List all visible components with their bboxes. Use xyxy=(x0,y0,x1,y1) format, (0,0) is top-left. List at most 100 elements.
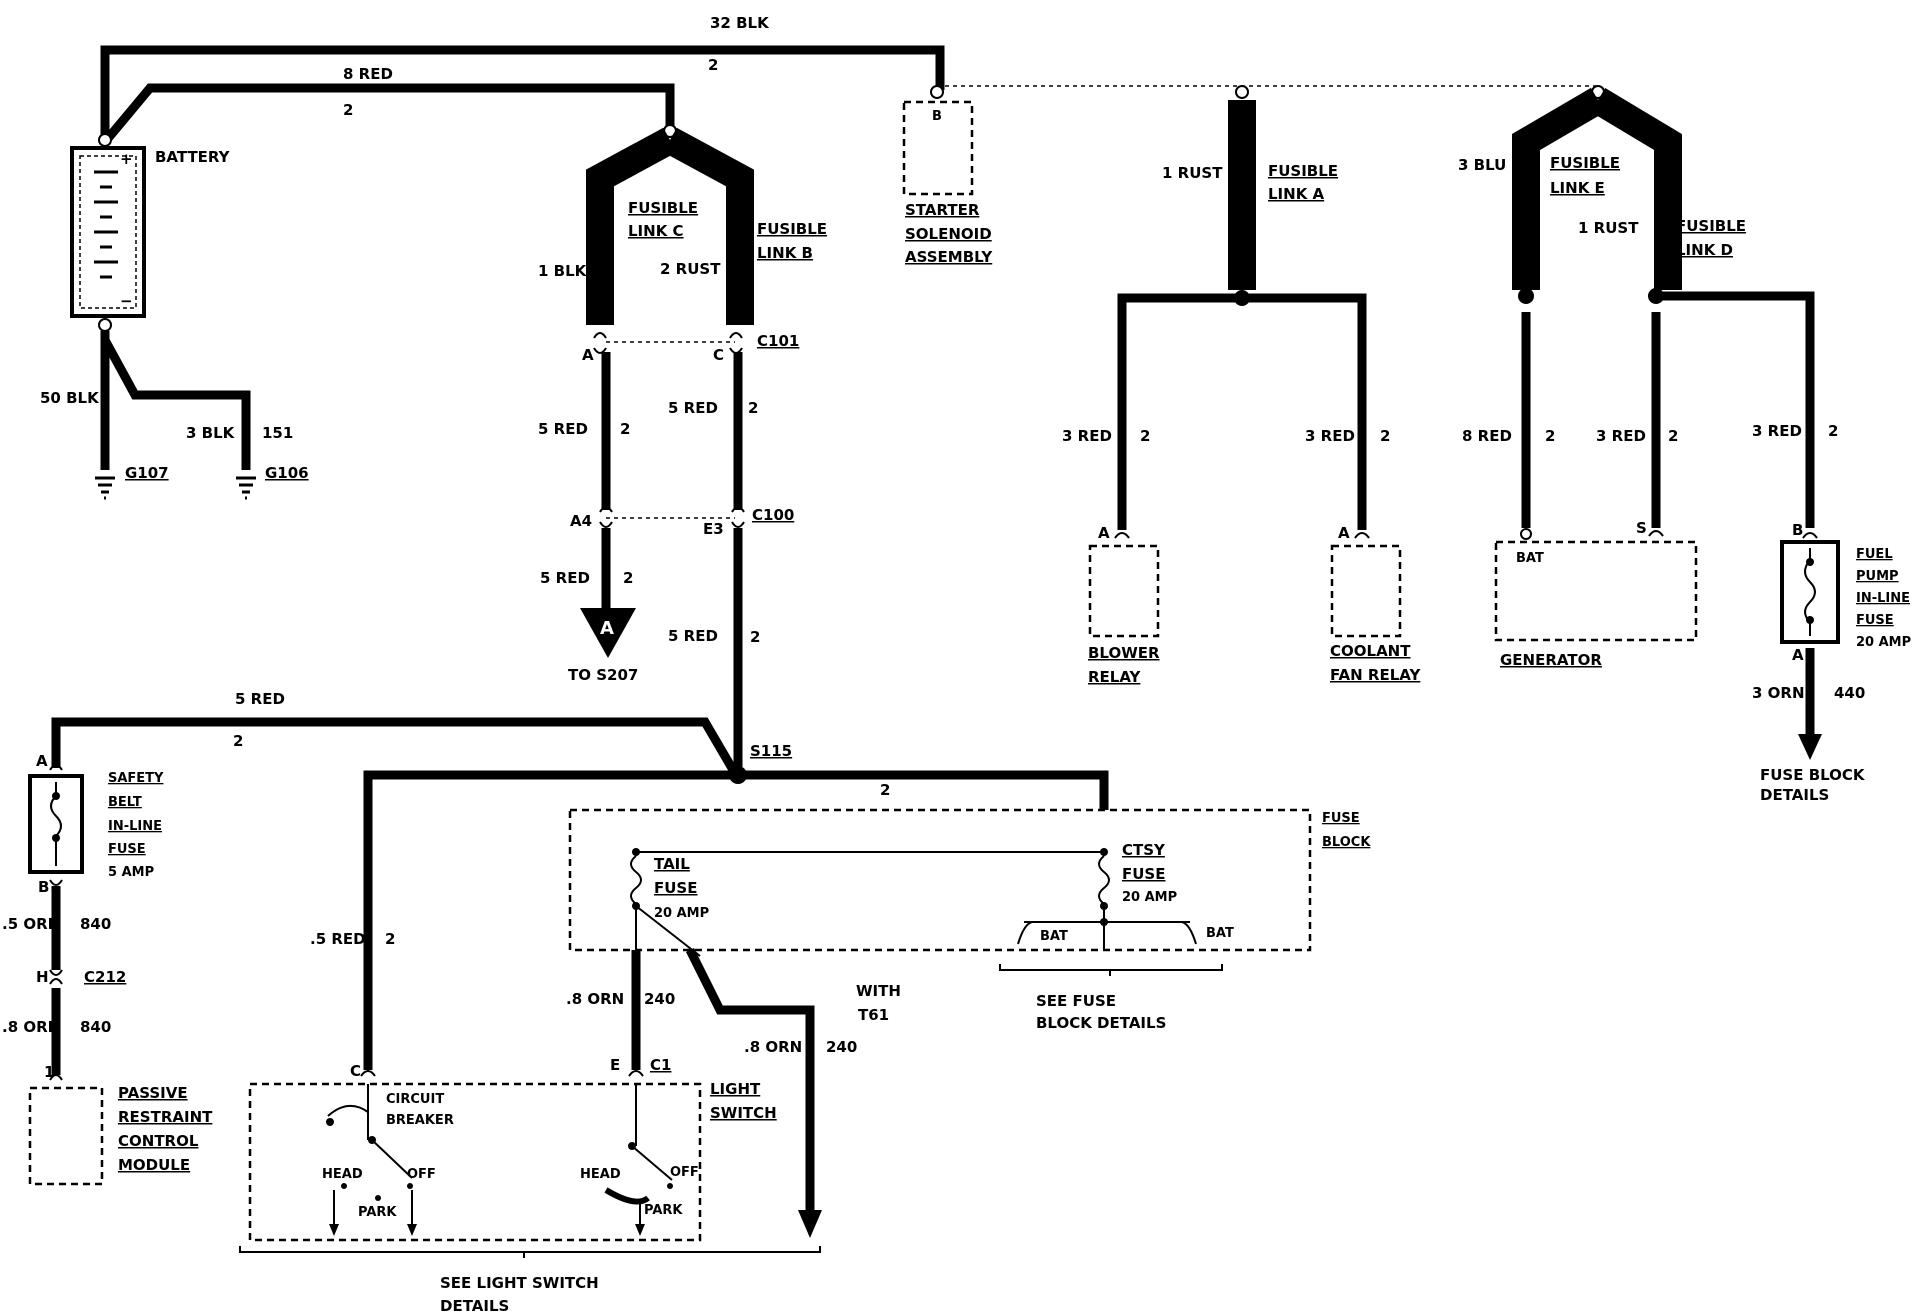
wire-32-blk xyxy=(100,45,945,142)
wire-440-label: 440 xyxy=(1834,684,1865,702)
fusible-e-label1: FUSIBLE xyxy=(1550,154,1620,172)
fusible-c-label1: FUSIBLE xyxy=(628,199,698,217)
blower-wire-circuit: 2 xyxy=(1140,427,1150,445)
ctsy-fuse-label2: FUSE xyxy=(1122,865,1165,883)
s115-label: S115 xyxy=(750,742,792,760)
ctsy-fuse-icon xyxy=(1098,855,1110,950)
off-label-1: OFF xyxy=(407,1167,436,1182)
starter-node xyxy=(930,85,944,99)
head-label-2: HEAD xyxy=(580,1167,621,1182)
fusible-b-label2: LINK B xyxy=(757,244,813,262)
arrow-down-icon xyxy=(798,1210,822,1238)
circuit-breaker-icon xyxy=(327,1084,369,1140)
safety-pin-b: B xyxy=(38,878,49,896)
wire-50-label: 50 BLK xyxy=(40,389,100,407)
safety-pin-a: A xyxy=(36,752,48,770)
c100-pin-a4 xyxy=(599,506,613,528)
battery-cells xyxy=(94,170,118,279)
light-pin-e-icon xyxy=(628,1070,644,1077)
wire-5-red-s207-label: 5 RED xyxy=(540,569,590,587)
passive-restraint-box xyxy=(28,1086,104,1186)
safety-wire-label: 5 RED xyxy=(235,690,285,708)
wire-5-red-a-circuit: 2 xyxy=(620,420,630,438)
safety-pin-b-icon xyxy=(49,879,63,886)
gen-bat-label: BAT xyxy=(1516,551,1544,566)
ctsy-fuse-label1: CTSY xyxy=(1122,841,1166,859)
passive-label1: PASSIVE xyxy=(118,1084,188,1102)
fuse-terminal xyxy=(1806,616,1814,624)
ground-g107: G107 xyxy=(125,464,169,482)
bat-left-label: BAT xyxy=(1040,929,1068,944)
fusible-b-label1: FUSIBLE xyxy=(757,220,827,238)
light-c1: C1 xyxy=(650,1056,671,1074)
fuse-block-details-1: FUSE BLOCK xyxy=(1760,766,1866,784)
ground-icon xyxy=(95,476,115,500)
switch-contact xyxy=(667,1183,673,1189)
wire-5-red-a-label: 5 RED xyxy=(538,420,588,438)
wire-5-red-safety xyxy=(51,717,740,778)
fuel-label3: IN-LINE xyxy=(1856,591,1910,606)
wire-8-circuit: 2 xyxy=(343,101,353,119)
arrow-a-icon xyxy=(580,608,636,658)
wire-8-orn-label: .8 ORN xyxy=(2,1018,60,1036)
fuse-block-label2: BLOCK xyxy=(1322,835,1371,850)
switch-arm-left xyxy=(371,1139,413,1179)
gen-w1-label: 8 RED xyxy=(1462,427,1512,445)
ground-icon xyxy=(236,476,256,500)
wire-3-red-coolant xyxy=(1242,293,1367,530)
blower-pin-a: A xyxy=(1098,524,1110,542)
wire-5-orn-label: .5 ORN xyxy=(2,915,60,933)
fuel-pin-b: B xyxy=(1792,521,1803,539)
fusible-e-end xyxy=(1518,288,1534,304)
head-contact-arc xyxy=(604,1187,650,1205)
fusible-link-b xyxy=(663,127,754,325)
wire-8-orn-240-t61-thick xyxy=(685,947,815,1212)
generator-box xyxy=(1494,540,1698,642)
c101-pin-c-label: C xyxy=(713,346,724,364)
blower-pin xyxy=(1114,532,1130,539)
starter-pin-b: B xyxy=(932,109,942,124)
coolant-pin xyxy=(1354,532,1370,539)
with-t61-1: WITH xyxy=(856,982,901,1000)
see-fuse-bracket xyxy=(999,964,1223,976)
switch-contact xyxy=(375,1195,381,1201)
fuse-block-box xyxy=(568,808,1312,952)
passive-label2: RESTRAINT xyxy=(118,1108,213,1126)
passive-pin-icon xyxy=(49,1074,63,1081)
fusible-a-label2: LINK A xyxy=(1268,185,1325,203)
gen-c2-label: 2 xyxy=(1668,427,1678,445)
wire-2-rust-label: 2 RUST xyxy=(660,260,721,278)
wire-3-orn-label: 3 ORN xyxy=(1752,684,1805,702)
wire-r-label: .8 ORN xyxy=(744,1038,802,1056)
coolant-wire-circuit: 2 xyxy=(1380,427,1390,445)
head-label-1: HEAD xyxy=(322,1167,363,1182)
fusible-c-label2: LINK C xyxy=(628,222,684,240)
battery-minus: − xyxy=(120,292,133,310)
fuel-label1: FUEL xyxy=(1856,547,1893,562)
fuse-terminal xyxy=(1806,558,1814,566)
arrow-down-icon xyxy=(407,1224,417,1236)
c101-label: C101 xyxy=(757,332,799,350)
wire-32-circuit: 2 xyxy=(708,56,718,74)
c100-pin-a4-label: A4 xyxy=(570,512,592,530)
fuse-bus-node xyxy=(1100,848,1108,856)
c212-pin xyxy=(49,969,63,985)
park-label-1: PARK xyxy=(358,1205,397,1220)
wire-c-circuit: 2 xyxy=(385,930,395,948)
wire-8-red xyxy=(101,83,675,145)
fusible-d-label1: FUSIBLE xyxy=(1676,217,1746,235)
wire-3-label: 3 BLK xyxy=(186,424,236,442)
fuse-block-details-2: DETAILS xyxy=(1760,786,1829,804)
light-pin-c-icon xyxy=(360,1070,376,1077)
wire-151-label: 151 xyxy=(262,424,293,442)
wire-3-red-fuel xyxy=(1656,291,1815,528)
fuel-pin-a: A xyxy=(1792,646,1804,664)
light-switch-box xyxy=(248,1082,702,1242)
wire-2-main-bus xyxy=(363,770,1109,1070)
bus-circuit-label: 2 xyxy=(880,781,890,799)
blower-label1: BLOWER xyxy=(1088,644,1160,662)
c101-pin-c xyxy=(729,332,743,354)
c212-pin-h: H xyxy=(36,968,49,986)
battery-pos-node xyxy=(98,133,112,147)
bat-right-pin xyxy=(1181,921,1197,945)
